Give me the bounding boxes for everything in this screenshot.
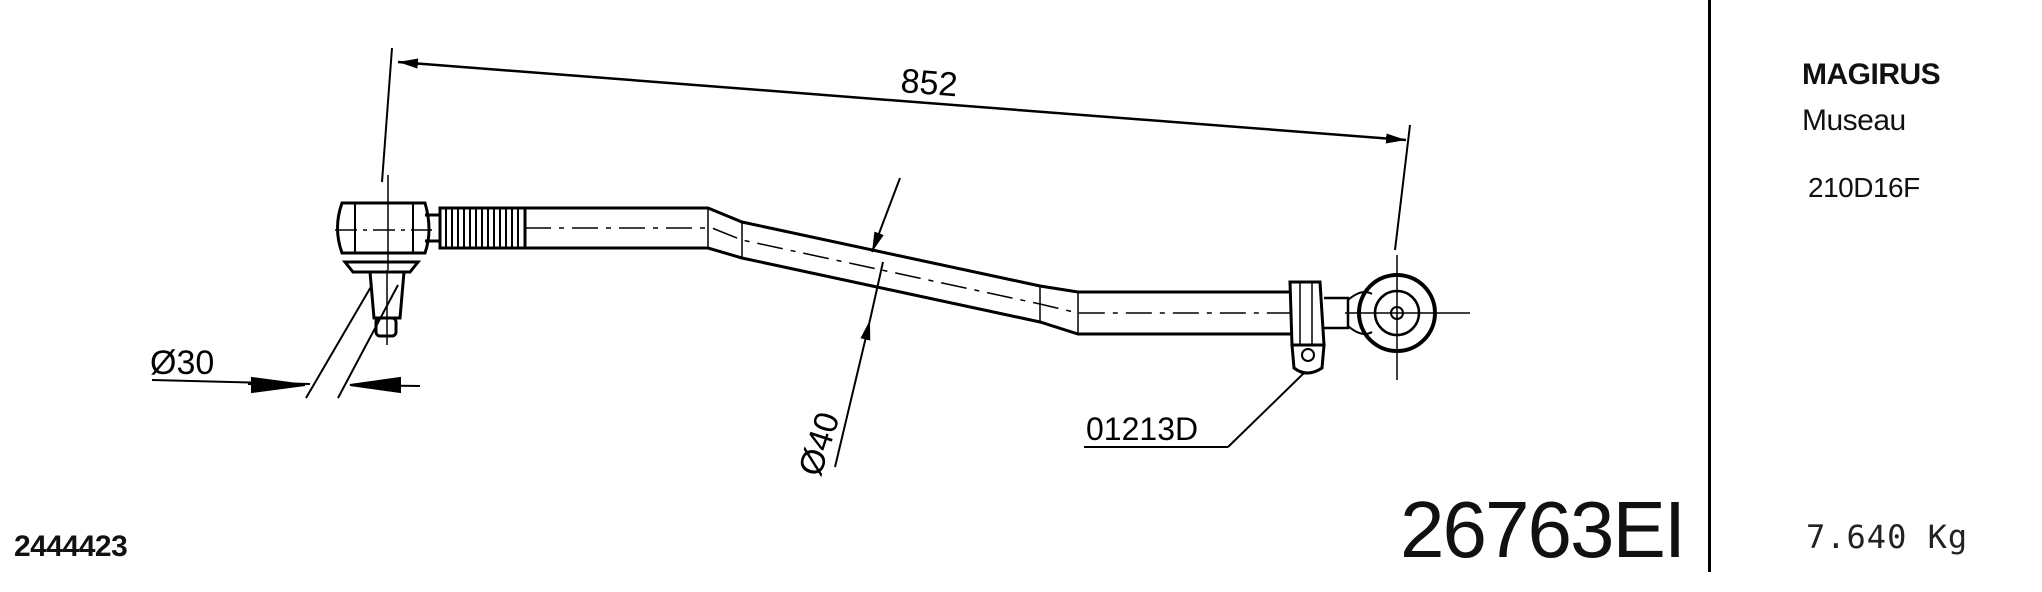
pin-diameter-dimension [151,284,421,399]
tie-rod-tube [525,206,1300,336]
model-name: Museau [1802,104,1906,137]
model-variant: 210D16F [1808,172,1920,203]
part-number: 26763EI [1400,485,1686,574]
callout-label: 01213D [1086,411,1198,447]
callout-leader [1084,371,1306,448]
left-ball-joint [335,175,440,345]
tube-diameter-label: Ø40 [791,408,847,481]
length-dimension [381,47,1411,251]
length-dimension-label: 852 [899,62,958,104]
pin-diameter-label: Ø30 [150,344,214,382]
right-ball-joint [1345,255,1470,380]
right-clamp [1288,280,1350,375]
vertical-divider [1708,0,1711,572]
reference-code: 2444423 [14,530,128,563]
tube-diameter-dimension [834,177,901,468]
threaded-section [438,206,527,250]
part-weight: 7.640 Kg [1806,518,1969,556]
manufacturer-name: MAGIRUS [1802,58,1941,91]
